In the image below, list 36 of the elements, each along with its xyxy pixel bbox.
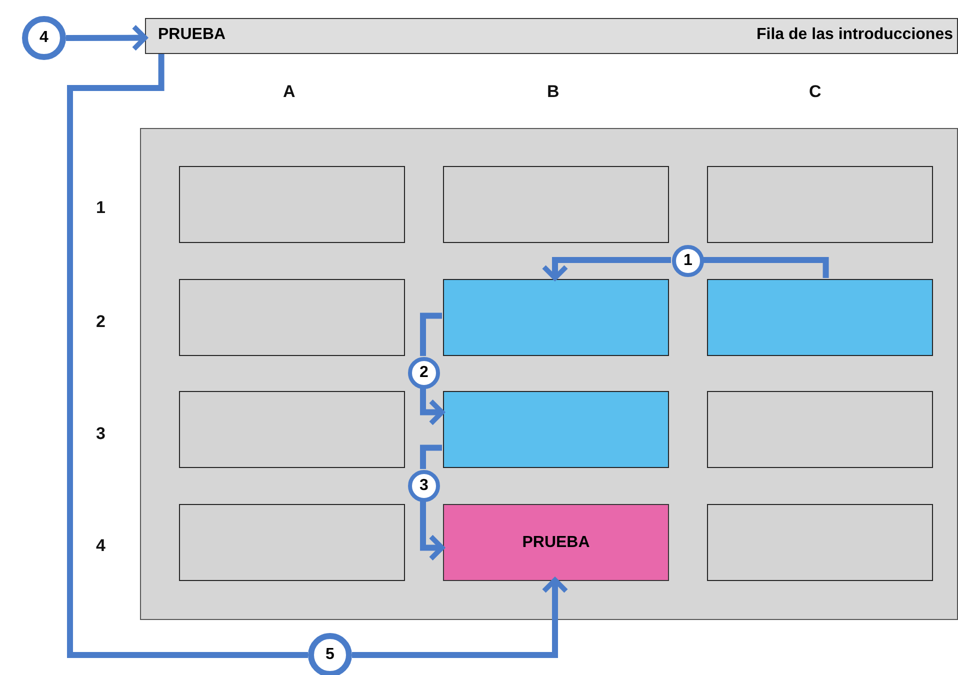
arrow [352,578,568,658]
arrow [420,388,444,426]
connector-line [703,257,829,278]
column-header: A [283,82,296,102]
spreadsheet-panel [140,128,958,620]
spreadsheet-cell: PRUEBA [443,504,669,581]
input-row-bar [145,18,958,54]
spreadsheet-cell [707,279,933,356]
connector-line [420,444,442,469]
arrow [420,501,444,562]
spreadsheet-cell [179,279,405,356]
arrow [66,24,148,52]
step-number-circle: 2 [408,357,440,389]
connector-line [67,54,308,658]
row-number: 2 [96,312,106,332]
column-header: C [809,82,822,102]
step-number-circle: 4 [22,16,66,60]
spreadsheet-cell [443,391,669,468]
step-number-circle: 1 [672,245,704,277]
row-number: 4 [96,536,106,556]
row-caption: Fila de las introducciones [756,26,953,44]
spreadsheet-cell [443,279,669,356]
cell-content-text: PRUEBA [158,26,226,44]
spreadsheet-cell [443,166,669,243]
arrow [542,257,671,280]
spreadsheet-cell [707,166,933,243]
spreadsheet-cell [707,391,933,468]
step-number-circle: 3 [408,470,440,502]
spreadsheet-cell [179,504,405,581]
spreadsheet-cell [179,391,405,468]
spreadsheet-cell [179,166,405,243]
row-number: 3 [96,424,106,444]
step-number-circle: 5 [308,633,352,675]
column-header: B [547,82,560,102]
row-number: 1 [96,198,106,218]
spreadsheet-cell [707,504,933,581]
